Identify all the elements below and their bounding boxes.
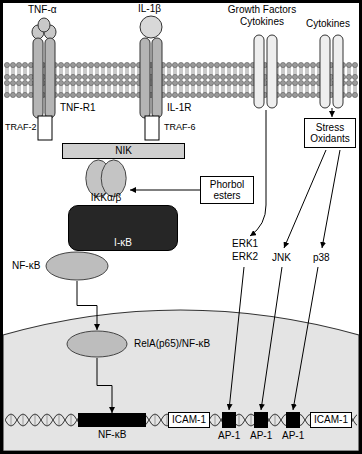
- signal-arrow: [322, 150, 340, 248]
- connector: [130, 190, 200, 191]
- receptor-chain: [267, 35, 277, 108]
- stimulus-box: Phorbol esters: [200, 176, 254, 204]
- binding-site: NF-κB: [78, 413, 146, 427]
- adaptor-label: TRAF-6: [164, 122, 196, 132]
- inhibitor-complex: I-κB: [68, 205, 178, 251]
- kinase-label: p38: [313, 252, 330, 264]
- node-shape: [45, 251, 109, 281]
- receptor-chain: [254, 35, 264, 108]
- adaptor-protein: [38, 116, 52, 140]
- node-text: NIK: [115, 145, 132, 157]
- nucleus: [3, 310, 359, 451]
- ellipse-outline: [46, 252, 108, 280]
- node-text: RelA(p65)/NF-κB: [134, 338, 210, 350]
- signal-arrow: [293, 267, 318, 410]
- binding-site: AP-1: [254, 412, 268, 428]
- node-text: I-κB: [114, 237, 132, 249]
- stimulus-box: Stress Oxidants: [304, 118, 356, 148]
- gene-box: ICAM-1: [168, 412, 210, 428]
- kinase-complex: IKKα/β: [82, 159, 130, 205]
- node-text: NF-κB: [98, 429, 126, 441]
- signal-arrow: [250, 110, 266, 236]
- ligand-subunit: [38, 18, 50, 32]
- ligand-label: Growth Factors Cytokines: [226, 4, 298, 27]
- kinase-label: ERK2: [232, 251, 258, 263]
- connector: [97, 358, 112, 413]
- receptor-label: IL-1R: [167, 102, 191, 114]
- ligand-label: IL-1β: [138, 3, 161, 15]
- signal-arrow: [229, 267, 244, 410]
- node-text: ICAM-1: [314, 414, 348, 426]
- receptor-chain: [140, 38, 150, 118]
- receptor-chain: [152, 38, 162, 118]
- kinase-label: JNK: [272, 252, 291, 264]
- node-text: ICAM-1: [172, 414, 206, 426]
- adaptor-protein: [145, 116, 159, 140]
- node-text: AP-1: [250, 430, 272, 442]
- adaptor-label: TRAF-2: [5, 122, 37, 132]
- transcription-factor: NF-κB: [45, 251, 109, 281]
- signal-arrow: [284, 150, 326, 248]
- node-text: Stress Oxidants: [308, 122, 352, 145]
- node-text: IKKα/β: [91, 192, 121, 204]
- ligand-label: Cytokines: [306, 18, 350, 30]
- receptor-label: TNF-R1: [60, 102, 96, 114]
- signal-arrow: [332, 108, 333, 117]
- ligand-label: TNF-α: [28, 4, 57, 16]
- connector: [77, 281, 97, 330]
- node-text: AP-1: [282, 430, 304, 442]
- receptor-chain: [33, 38, 43, 118]
- receptor-chain: [320, 35, 330, 108]
- kinase-label: ERK1: [232, 238, 258, 250]
- node-text: Phorbol esters: [204, 179, 250, 202]
- cell-membrane: [4, 62, 358, 98]
- binding-site: AP-1: [222, 412, 236, 428]
- dna-helix: [5, 412, 357, 428]
- receptor-chain: [333, 35, 343, 108]
- node-text: AP-1: [218, 430, 240, 442]
- binding-site: AP-1: [286, 412, 300, 428]
- gene-box: ICAM-1: [310, 412, 352, 428]
- node-shape: [66, 330, 128, 358]
- kinase-bar: NIK: [62, 143, 185, 159]
- ligand: [140, 16, 162, 38]
- ellipse-outline: [67, 331, 127, 357]
- oval-outline: [101, 160, 126, 197]
- transcription-factor: RelA(p65)/NF-κB: [66, 330, 128, 358]
- node-text: NF-κB: [12, 260, 40, 272]
- receptor-chain: [45, 38, 55, 118]
- signal-arrow: [261, 267, 282, 410]
